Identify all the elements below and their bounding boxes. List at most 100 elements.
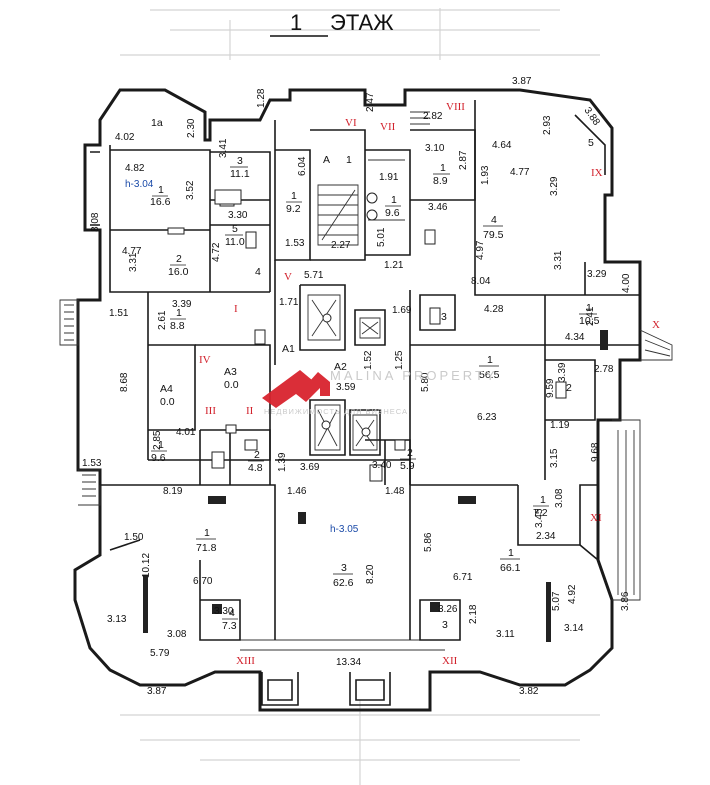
dimension-label: 5.86 [423,532,434,552]
room-nw-3-area: 11.1 [230,168,250,180]
room-w-1b-area: 9.6 [151,452,166,464]
dimension-label: 3.29 [549,176,560,196]
floor-number: 1 [290,10,302,35]
dimension-label: 4.82 [125,163,145,174]
dimension-label: 9.68 [590,442,601,462]
room-ne-4-num: 4 [491,214,497,226]
room-a3-num: А3 [224,366,237,378]
dimension-label: 2.61 [157,310,168,330]
dimension-label: 10.12 [141,553,152,578]
dimension-label: 1.93 [480,165,491,185]
watermark-tagline: НЕДВИЖИМОСТЬ ДЛЯ БИЗНЕСА [264,407,408,416]
section-marker-v: V [284,271,292,283]
dimension-label: 3.13 [107,614,127,625]
dimension-label: 1.53 [82,458,102,469]
room-w-1b-num: 1 [158,439,164,451]
dimension-label: 3.46 [428,202,448,213]
height-mark-north-west: h-3.04 [125,179,154,190]
dimension-label: 6.04 [297,156,308,176]
dimension-label: 8.08 [90,212,101,232]
floor-word: ЭТАЖ [330,10,394,35]
room-se-1-num: 1 [540,494,546,506]
room-a3-area: 0.0 [224,379,239,391]
room-stair-1-area: 9.2 [286,203,301,215]
room-ne-4-area: 79.5 [483,229,504,241]
dimension-label: 4.77 [510,167,530,178]
dimension-label: 4.92 [567,584,578,604]
section-marker-xii: XII [442,655,458,667]
dimension-label: 3.11 [496,629,515,640]
dimension-label: 3.59 [336,382,356,393]
section-marker-x: X [652,319,660,331]
room-sw-4-area: 7.3 [222,620,237,632]
dimension-label: 2.27 [331,240,351,251]
dimension-label: 1.91 [379,172,399,183]
room-nw-3-num: 3 [237,155,243,167]
dimension-label: 3.87 [147,686,167,697]
room-s-3-num: 3 [341,562,347,574]
room-stair-vii-num: 1 [391,194,397,206]
dimension-label: 8.68 [119,372,130,392]
dimension-label: 3.15 [549,448,560,468]
room-se-big-area: 66.1 [500,562,521,574]
dimension-label: 3.14 [564,623,584,634]
dimension-label: 2.34 [536,531,556,542]
dimension-label: 8.04 [471,276,491,287]
section-marker-xiii: XIII [236,655,255,667]
dimension-label: 5.80 [420,372,431,392]
dimension-label: 3.30 [214,606,234,617]
room-c-2b-num: 2 [407,447,413,459]
dimension-label: 3.08 [554,488,565,508]
dimension-label: 1.25 [394,350,405,370]
dimension-label: 4.01 [176,427,196,438]
dimension-label: 4.02 [115,132,135,143]
background-ghost-lines [120,8,600,785]
room-w-1-num: 1 [176,307,182,319]
dimension-label: 3.69 [300,462,320,473]
dimension-label: 13.34 [336,657,361,668]
dimension-label: 2.41 [585,306,596,326]
room-a4-num: А4 [160,383,173,395]
room-stair-vii-area: 9.6 [385,207,400,219]
dimension-label: 3.26 [438,604,458,615]
dimension-label: 4.34 [565,332,585,343]
room-nw-5-num: 5 [232,223,238,235]
room-a4-area: 0.0 [160,396,175,408]
room-sw-1-area: 71.8 [196,542,217,554]
dimension-label: 3.52 [185,180,196,200]
section-marker-vi: VI [345,117,357,129]
room-e-1-num: 1 [586,302,592,314]
dimension-label: 2.93 [542,115,553,135]
dimension-label: 3.10 [425,143,445,154]
dimension-label: 3.82 [519,686,539,697]
room-nw-5-area: 11.0 [225,236,245,248]
section-marker-vii: VII [380,121,396,133]
dimension-label: 1.46 [287,486,307,497]
dimension-label: 3.31 [553,250,564,270]
dimension-label: 4.00 [621,273,632,293]
dimension-label: 2.82 [423,111,443,122]
dimension-label: 1.51 [109,308,129,319]
floor-title: 1 ЭТАЖ [270,10,394,37]
dimension-label: 3.30 [228,210,248,221]
dimension-label: 9.59 [545,378,556,398]
room-stair-1-num: 1 [291,190,297,202]
watermark-logo [262,370,330,408]
dimension-label: 3.39 [172,299,192,310]
dimension-label: 1.69 [392,305,412,316]
fixtures [143,111,608,642]
section-marker-ii: II [246,405,254,417]
dimension-label: 1.21 [384,260,404,271]
room-nw-1-num: 1 [158,184,164,196]
section-marker-viii: VIII [446,101,465,113]
dimension-label: 1.71 [279,297,299,308]
room-sw-4-num: 4 [229,607,235,619]
dimension-label: 4.72 [211,242,222,262]
room-ne-1-num: 1 [440,162,446,174]
dimension-label: 2.30 [186,118,197,138]
dimension-label: 2.18 [468,604,479,624]
dimension-label: 1.39 [277,452,288,472]
room-nw-4-num: 4 [255,266,261,278]
